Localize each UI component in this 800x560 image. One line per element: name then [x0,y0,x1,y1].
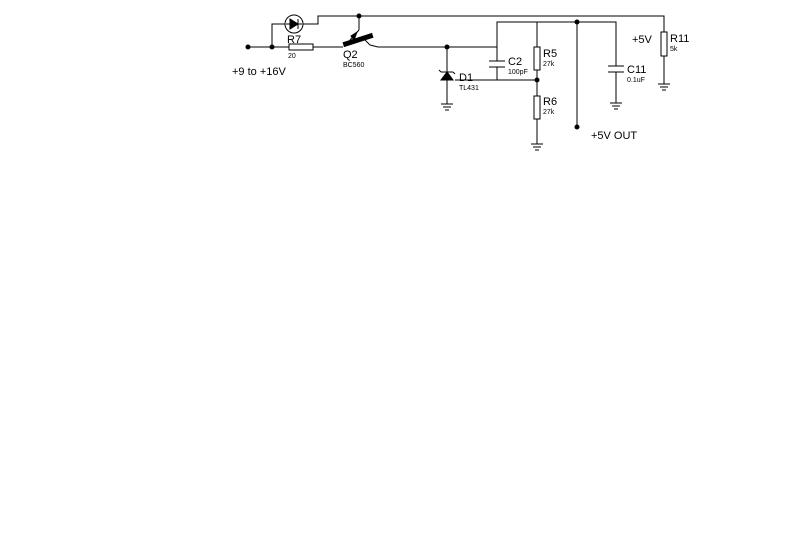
rail-voltage-label: +5V [632,34,653,46]
resistor-r11 [660,31,668,57]
r6-value: 27k [543,109,555,116]
r11-value: 5k [670,46,678,53]
capacitor-c11 [608,65,624,73]
c2-value: 100pF [508,69,528,76]
resistor-r6 [533,95,541,120]
r7-value: 20 [288,53,296,60]
wire-led-right [302,15,665,32]
ground-icon [610,102,622,110]
led-symbol [284,14,304,34]
wires [248,15,665,144]
d1-value: TL431 [459,85,479,92]
junctions [245,13,580,130]
c2-ref: C2 [508,56,522,68]
d1-ref: D1 [459,72,473,84]
r5-ref: R5 [543,48,557,60]
junction-dot [574,19,580,25]
q2-value: BC560 [343,62,365,69]
junction-dot [245,44,251,50]
junction-dot [356,13,362,19]
input-voltage-label: +9 to +16V [232,66,286,78]
r6-ref: R6 [543,96,557,108]
wire-led-left [271,23,286,47]
regulator-d1 [438,69,456,81]
ground-icon [441,103,453,111]
junction-dot [574,124,580,130]
junction-dot [444,44,450,50]
r7-ref: R7 [287,34,301,46]
ground-icon [658,83,670,91]
transistor-q2 [342,29,374,48]
r11-ref: R11 [670,33,689,45]
q2-ref: Q2 [343,49,358,61]
capacitor-c2 [489,60,505,68]
r5-value: 27k [543,61,555,68]
resistor-r7 [288,43,314,51]
wire-collector [369,21,617,66]
junction-dot [534,77,540,83]
ground-icon [531,143,543,151]
c11-value: 0.1uF [627,77,645,84]
c11-ref: C11 [627,64,646,76]
resistor-r5 [533,46,541,71]
output-voltage-label: +5V OUT [591,130,637,142]
junction-dot [269,44,275,50]
